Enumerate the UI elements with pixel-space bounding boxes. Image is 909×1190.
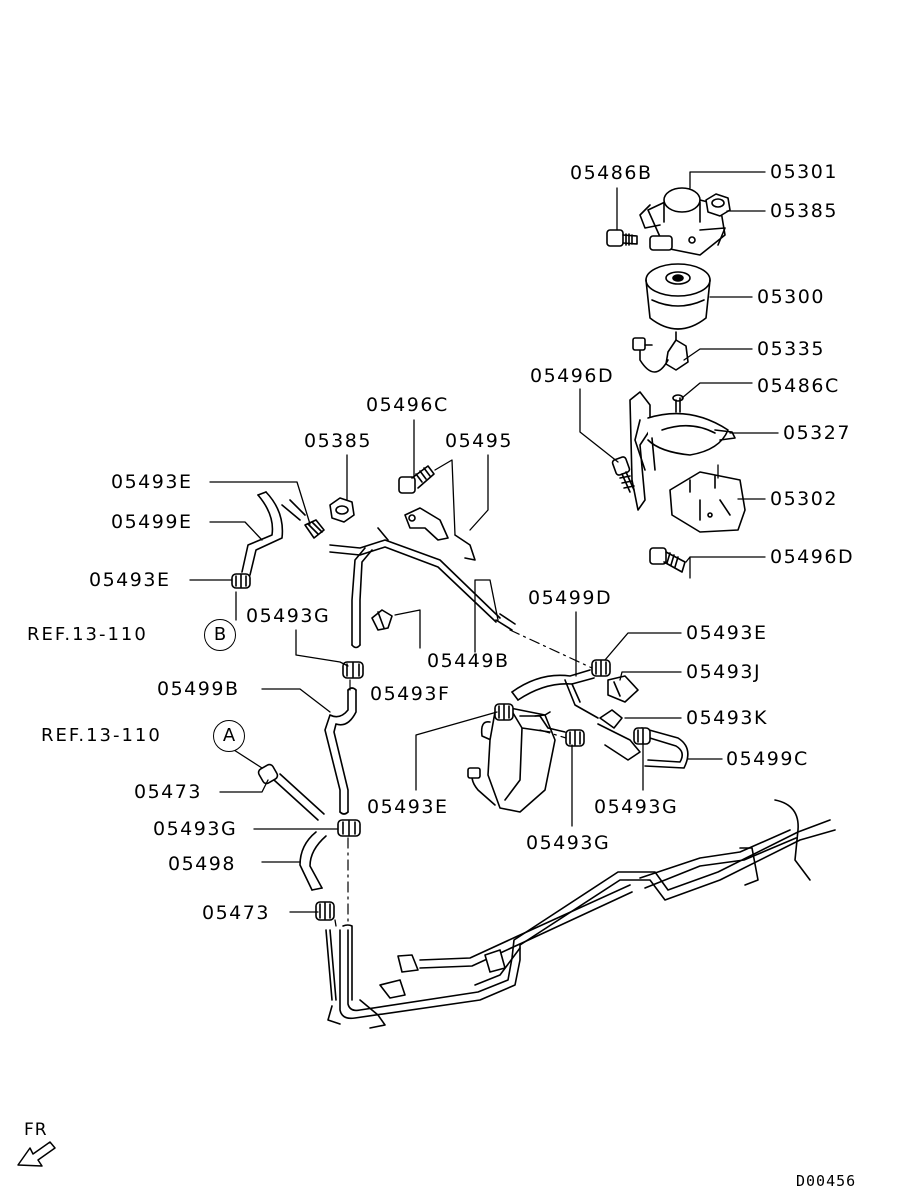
hose-clip-part (597, 709, 641, 761)
hose-clip-part (591, 659, 611, 677)
mount-bracket-part (669, 471, 746, 533)
hose-clip-part (494, 703, 514, 721)
hose-part (639, 727, 689, 769)
part-label: 05302 (770, 488, 838, 510)
part-label: 05449B (427, 650, 510, 672)
part-label: 05496D (530, 365, 615, 387)
hose-part (299, 831, 327, 891)
part-label: 05493E (686, 622, 768, 644)
part-label: 05499D (528, 587, 613, 609)
hose-clip-part (315, 901, 335, 921)
hose-clip-part (371, 609, 393, 631)
part-label: 05496C (366, 394, 449, 416)
part-label: 05493E (89, 569, 171, 591)
part-label: 05493G (526, 832, 611, 854)
part-label: 05486B (570, 162, 653, 184)
hose-part (519, 715, 566, 733)
nut-part (329, 497, 355, 523)
front-direction-label: FR (24, 1120, 48, 1140)
part-label: 05499C (726, 748, 809, 770)
part-label: 05493K (686, 707, 768, 729)
reference-label: REF.13-110 (27, 624, 148, 645)
bolt-part (649, 547, 686, 573)
front-arrow-icon (17, 1141, 56, 1167)
bolt-part (672, 394, 684, 413)
dashed-guides (347, 629, 593, 925)
part-label: 05499B (157, 678, 240, 700)
part-label: 05473 (202, 902, 270, 924)
part-label: 05495 (445, 430, 513, 452)
hose-clip-part (337, 819, 361, 837)
fuel-pipe-part (329, 527, 516, 649)
part-label: 05499E (111, 511, 193, 533)
part-label: 05493G (153, 818, 238, 840)
hose-part (241, 491, 306, 576)
part-label: 05493E (111, 471, 193, 493)
hose-part (324, 687, 357, 815)
nut-part (705, 193, 731, 217)
bracket-part (404, 507, 476, 561)
part-label: 05493F (370, 683, 451, 705)
diagram-code: D00456 (796, 1172, 857, 1190)
part-label: 05335 (757, 338, 825, 360)
hose-clip-part (304, 519, 325, 539)
part-label: 05327 (783, 422, 851, 444)
part-label: 05486C (757, 375, 840, 397)
part-label: 05493G (594, 796, 679, 818)
hose-clip-part (565, 729, 585, 747)
reference-circle-a: A (213, 720, 245, 752)
connector-part (607, 675, 639, 703)
filter-element-part (645, 263, 711, 330)
hose-clip-part (257, 763, 325, 821)
part-label: 05385 (770, 200, 838, 222)
leader-lines (189, 171, 779, 927)
bolt-part (611, 456, 635, 493)
canister-part (467, 707, 556, 813)
hose-clip-part (633, 727, 651, 745)
part-label: 05473 (134, 781, 202, 803)
sensor-part (632, 331, 689, 373)
reference-label: REF.13-110 (41, 725, 162, 746)
bolt-part (398, 465, 435, 494)
part-label: 05493G (246, 605, 331, 627)
part-label: 05493E (367, 796, 449, 818)
hose-clip-part (231, 573, 251, 589)
part-label: 05300 (757, 286, 825, 308)
filter-bracket-part (629, 391, 736, 511)
part-label: 05301 (770, 161, 838, 183)
filter-head-part (639, 187, 726, 256)
fuel-lines-part (325, 799, 836, 1029)
hose-part (511, 669, 599, 719)
reference-circle-b: B (204, 619, 236, 651)
part-label: 05498 (168, 853, 236, 875)
part-label: 05493J (686, 661, 762, 683)
part-label: 05496D (770, 546, 855, 568)
bolt-part (606, 229, 638, 247)
part-label: 05385 (304, 430, 372, 452)
